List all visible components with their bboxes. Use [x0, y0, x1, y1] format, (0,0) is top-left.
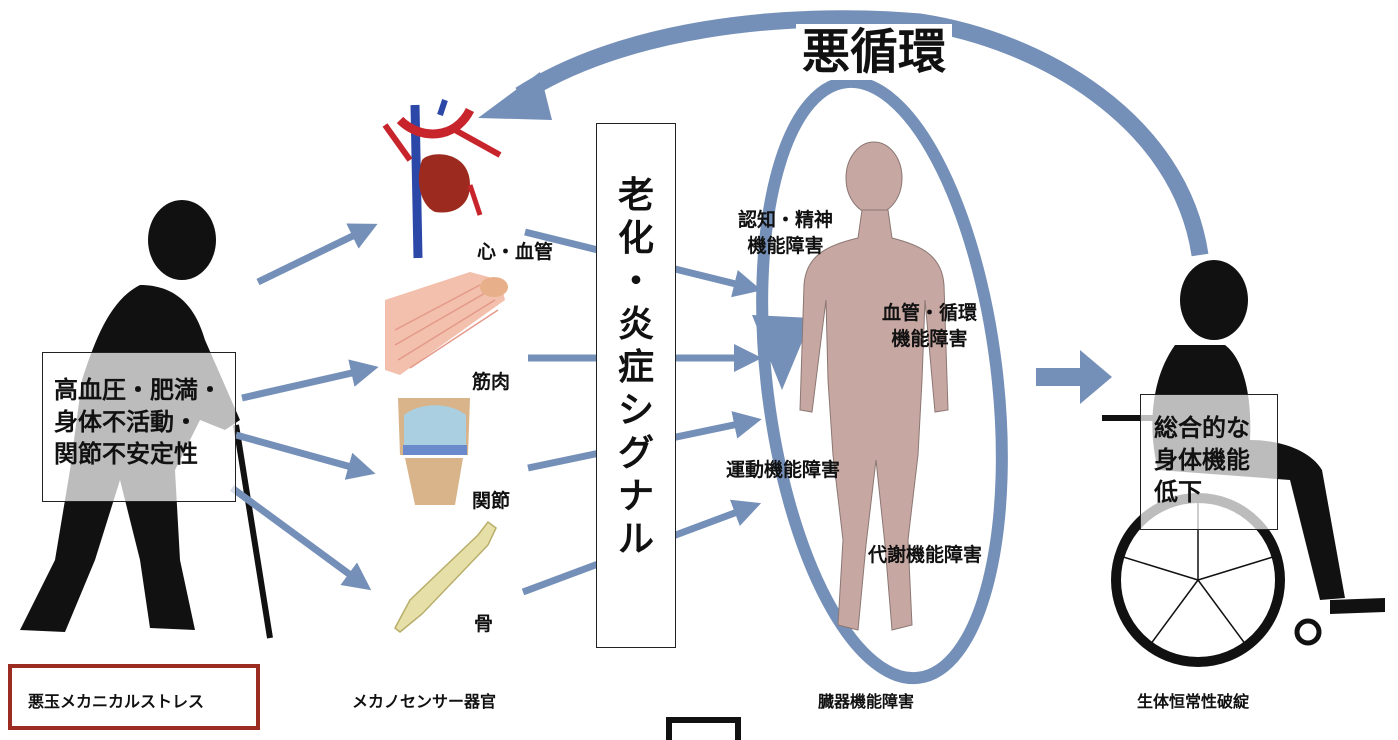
signal-char: ・	[597, 260, 675, 303]
signal-char: ル	[597, 518, 675, 561]
arrow-to-heart	[258, 230, 365, 282]
risk-factor-text: 高血圧・肥満・ 身体不活動・ 関節不安定性	[54, 374, 222, 470]
metabolic-dysfunction-label: 代謝機能障害	[868, 540, 982, 567]
signal-char: 化	[597, 217, 675, 260]
organ-label-heart: 心・血管	[477, 237, 553, 264]
signal-char: シ	[597, 389, 675, 432]
vicious-cycle-title: 悪循環	[796, 24, 952, 80]
muscle-illustration	[385, 272, 508, 375]
signal-char: 老	[597, 174, 675, 217]
arrow-to-joint	[236, 435, 362, 470]
functional-decline-text: 総合的な 身体機能 低下	[1154, 412, 1250, 508]
arrow-to-muscle	[242, 370, 365, 398]
heart-illustration	[385, 100, 500, 258]
organ-label-bone: 骨	[474, 609, 493, 636]
signal-char: ナ	[597, 475, 675, 518]
cycle-arrowhead	[478, 72, 552, 120]
signal-char: グ	[597, 432, 675, 475]
aging-inflammation-signal-box: 老 化 ・ 炎 症 シ グ ナ ル	[596, 123, 676, 648]
vascular-dysfunction-label: 血管・循環 機能障害	[882, 300, 977, 352]
stress-caption: 悪玉メカニカルストレス	[28, 688, 204, 712]
homeostasis-caption: 生体恒常性破綻	[1137, 688, 1249, 712]
walking-cane	[236, 425, 270, 638]
motor-dysfunction-label: 運動機能障害	[726, 455, 840, 482]
cognitive-dysfunction-label: 認知・精神 機能障害	[738, 207, 833, 259]
organ-label-joint: 関節	[472, 486, 510, 513]
signal-char: 炎	[597, 303, 675, 346]
signal-char: 症	[597, 346, 675, 389]
organ-label-muscle: 筋肉	[472, 367, 510, 394]
arrow-to-wheelchair	[1036, 350, 1112, 404]
bottom-partial-box	[669, 720, 738, 740]
knee-joint-illustration	[398, 398, 470, 505]
mechanosensor-caption: メカノセンサー器官	[352, 688, 496, 712]
organ-dysfunction-caption: 臓器機能障害	[818, 688, 914, 712]
